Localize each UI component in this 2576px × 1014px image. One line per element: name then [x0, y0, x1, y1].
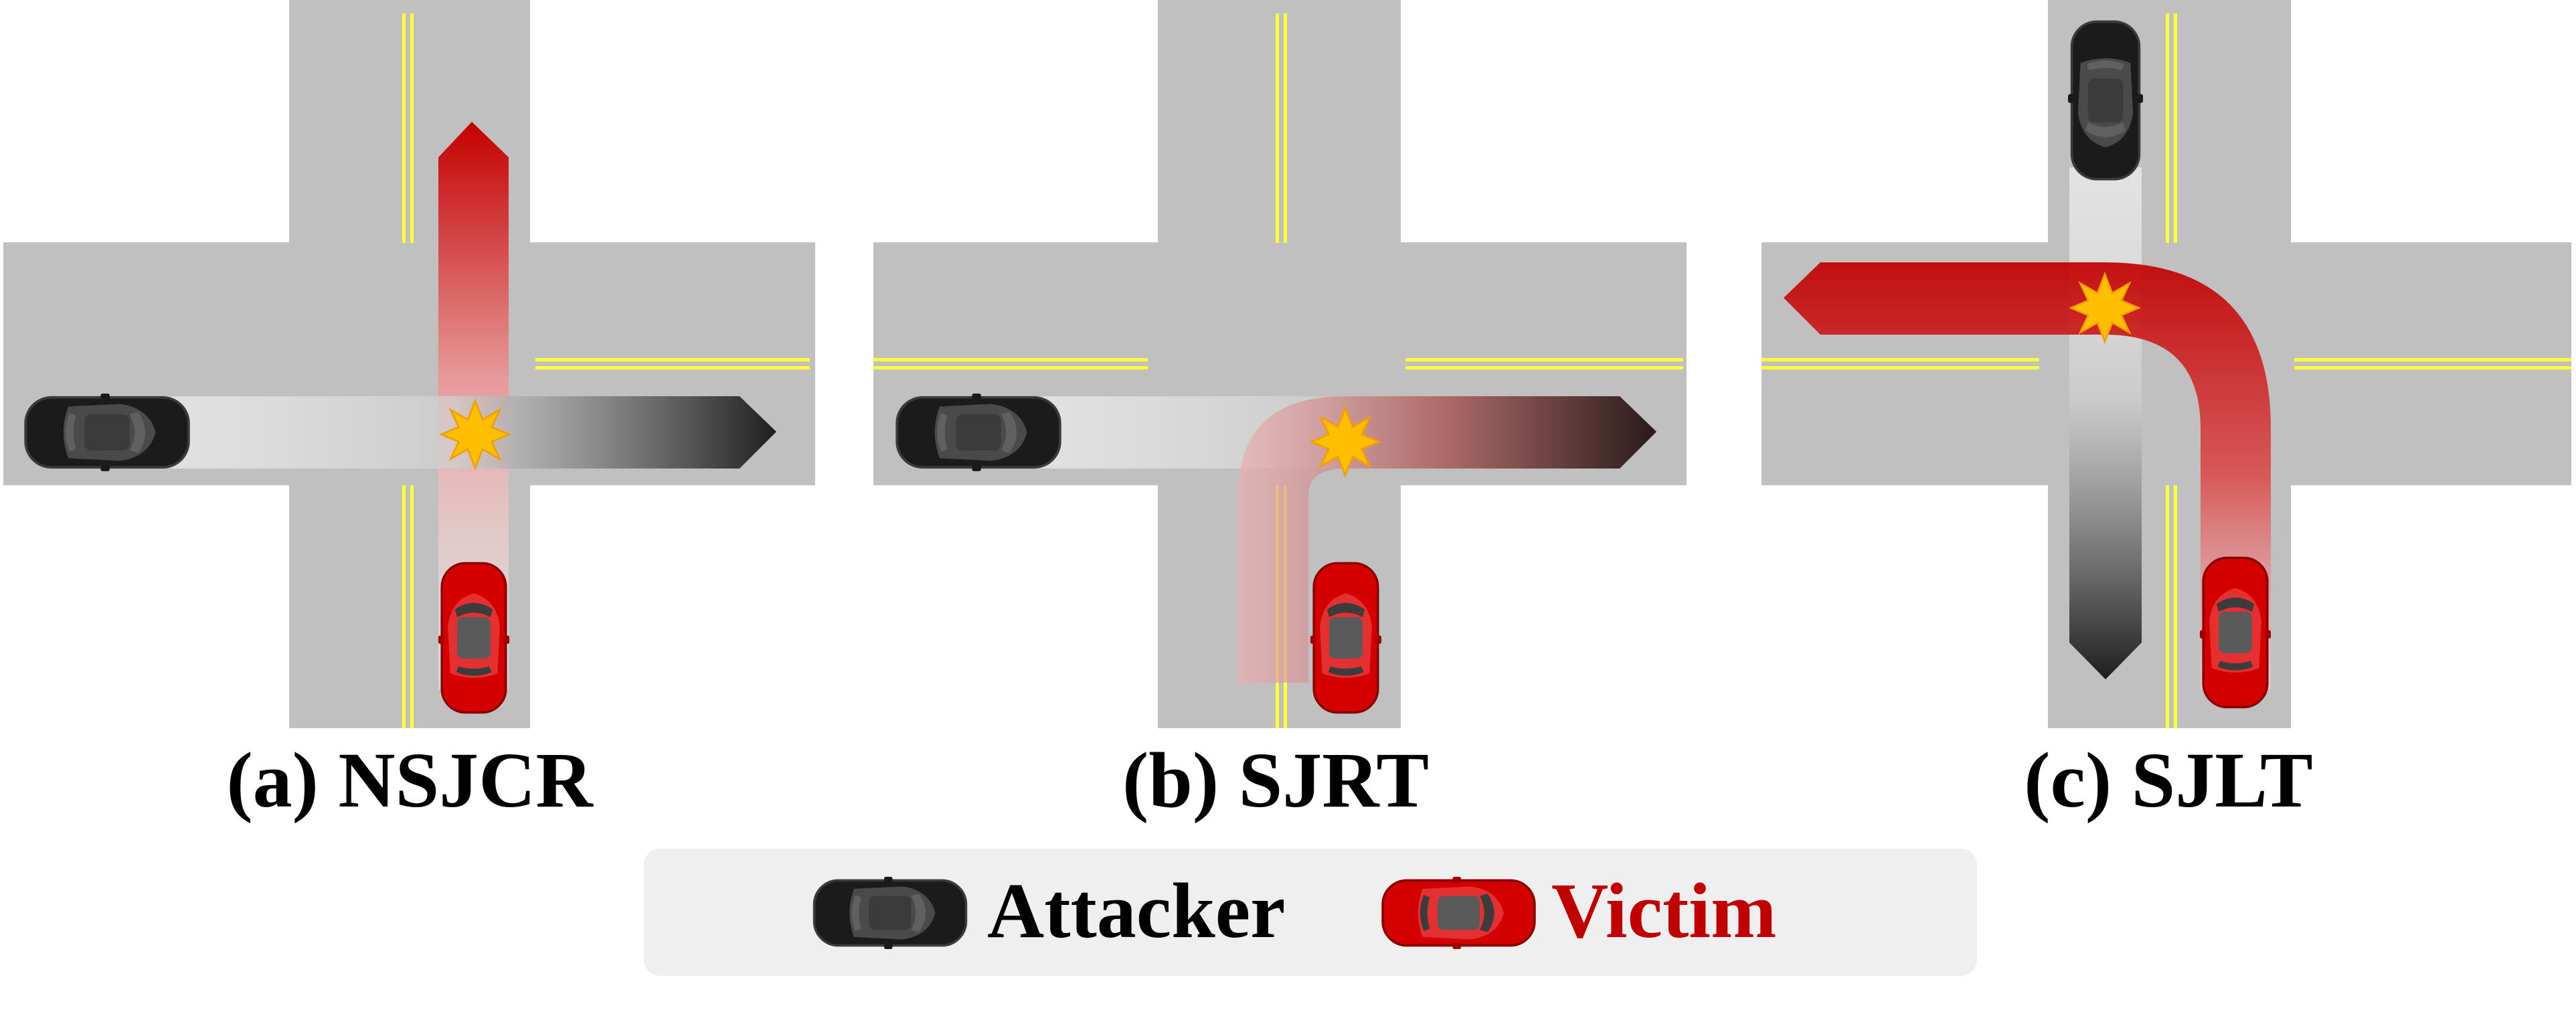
panel-b	[873, 0, 1687, 728]
intersection-a	[3, 0, 815, 728]
panel-c	[1762, 0, 2571, 728]
victim-car-a	[437, 562, 511, 714]
collision-a	[440, 400, 510, 469]
victim-path-b	[1238, 396, 1656, 683]
caption-a: (a) NSJCR	[226, 736, 594, 824]
caption-c: (c) SJLT	[2024, 736, 2313, 824]
intersection-c	[1762, 0, 2571, 728]
victim-car-c	[2199, 556, 2272, 709]
panel-a	[3, 0, 815, 728]
legend-victim-label: Victim	[1551, 867, 1776, 954]
attacker-car-c	[2068, 20, 2143, 181]
victim-car-b	[1309, 562, 1383, 714]
legend: Attacker Victim	[644, 849, 1977, 976]
legend-attacker-car-icon	[812, 877, 968, 949]
legend-attacker-label: Attacker	[987, 867, 1286, 954]
collision-b	[1310, 407, 1380, 477]
caption-b: (b) SJRT	[1122, 736, 1429, 824]
attacker-car-b	[895, 394, 1061, 471]
collision-c	[2070, 273, 2140, 343]
attacker-path-c	[2069, 167, 2142, 679]
legend-box	[644, 849, 1977, 976]
legend-victim-car-icon	[1381, 877, 1536, 949]
attacker-car-a	[24, 394, 190, 471]
